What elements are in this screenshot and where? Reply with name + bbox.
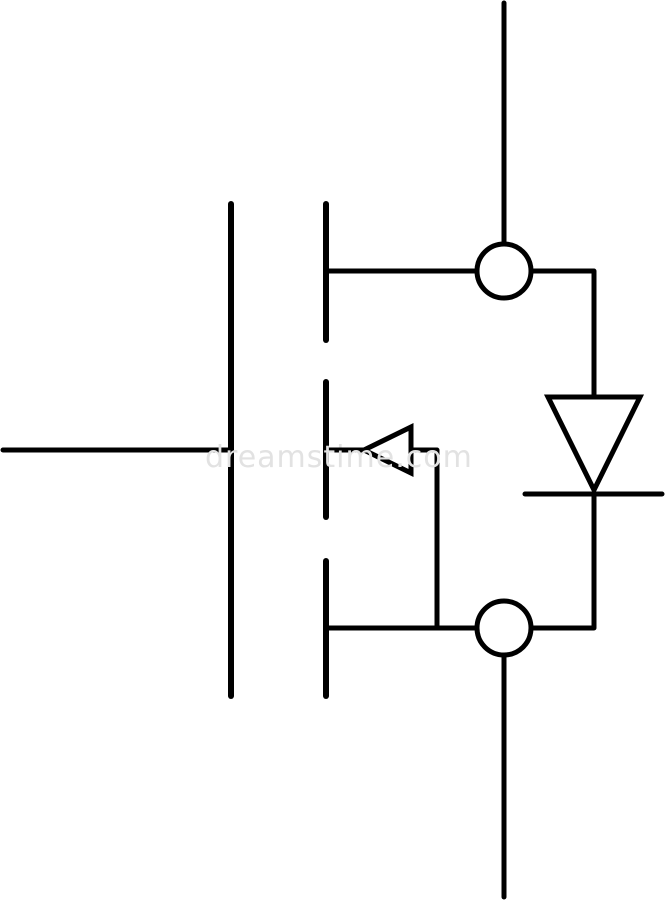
body-diode-triangle	[543, 394, 645, 496]
body-arrow	[358, 422, 414, 478]
source-diode-wire	[529, 491, 597, 631]
drain-terminal	[474, 241, 534, 301]
source-terminal	[474, 598, 534, 658]
body-connection-wire	[408, 447, 440, 631]
drain-diode-wire	[529, 268, 597, 399]
